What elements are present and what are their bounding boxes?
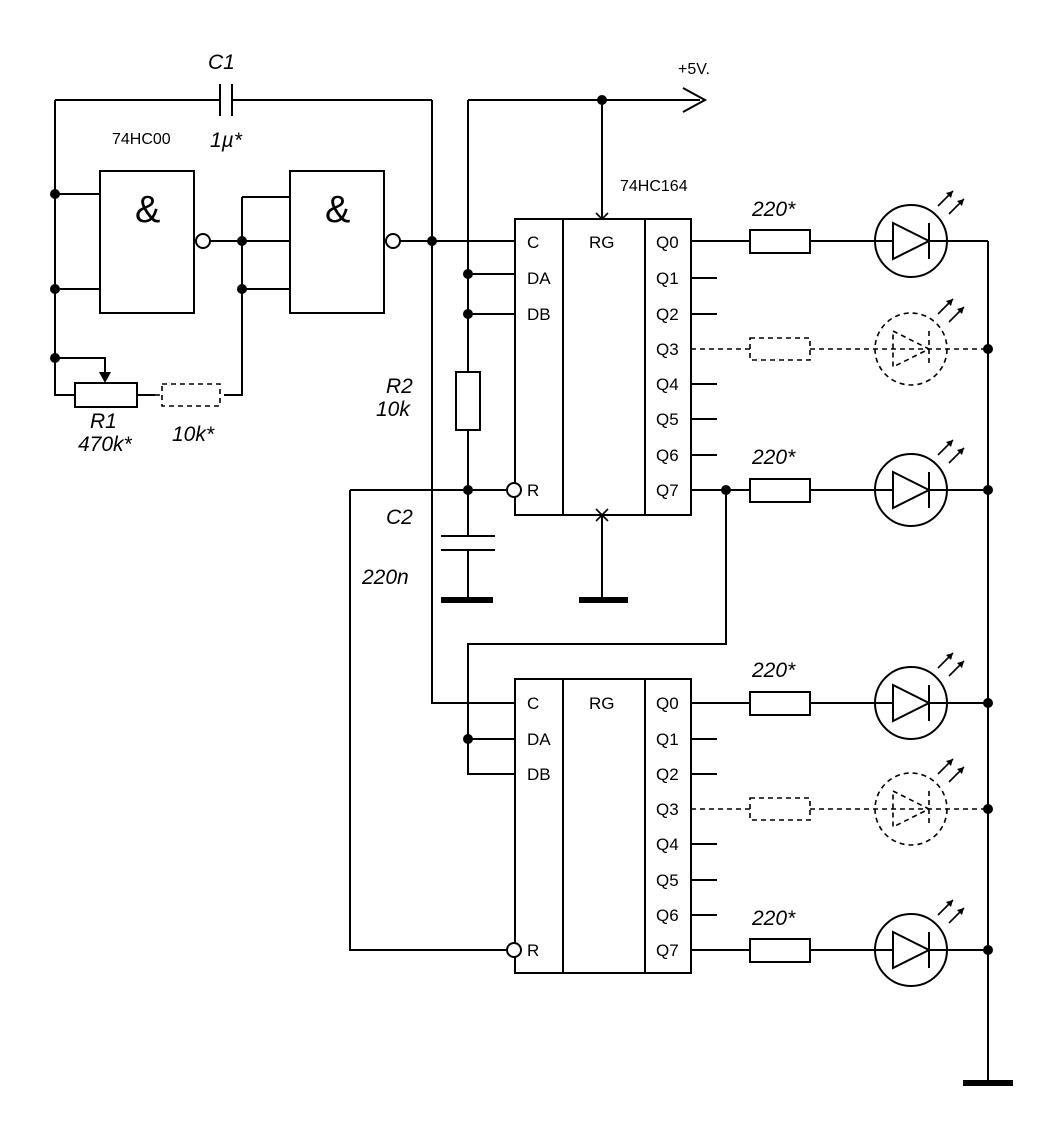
pin-c: C — [527, 233, 539, 252]
c1-value: 1µ* — [210, 129, 243, 152]
potentiometer-r1 — [74, 382, 138, 408]
register-2-title: RG — [589, 694, 615, 713]
nand-gate-1 — [99, 170, 195, 314]
capacitor-c2 — [441, 535, 495, 551]
led-resistor-value: 220* — [751, 198, 796, 221]
pin-q1: Q1 — [656, 730, 679, 749]
pin-q3: Q3 — [656, 800, 679, 819]
capacitor-c1 — [219, 84, 233, 116]
pin-q2: Q2 — [656, 765, 679, 784]
led-row-optional-1 — [749, 298, 988, 386]
c2-name: C2 — [386, 506, 413, 529]
pin-db: DB — [527, 765, 551, 784]
c1-name: C1 — [208, 51, 235, 74]
pin-q2: Q2 — [656, 305, 679, 324]
r1-value: 470k* — [78, 433, 133, 456]
led-resistor-value: 220* — [751, 907, 796, 930]
pin-q3: Q3 — [656, 340, 679, 359]
led-row-3: 220* — [749, 652, 988, 740]
reset-network: R2 10k C2 220n — [349, 371, 506, 951]
nand-gate-2-bubble — [385, 233, 401, 249]
resistor-220 — [749, 229, 811, 254]
pin-q5: Q5 — [656, 871, 679, 890]
pin-da: DA — [527, 730, 551, 749]
pin-q0: Q0 — [656, 233, 679, 252]
led-row-2: 220* — [749, 439, 988, 527]
pin-q4: Q4 — [656, 375, 679, 394]
nand-gate-2-symbol: & — [325, 189, 350, 231]
pin-q5: Q5 — [656, 410, 679, 429]
led-resistor-value: 220* — [751, 659, 796, 682]
nand-gate-1-bubble — [195, 233, 211, 249]
pin-q7: Q7 — [656, 941, 679, 960]
pin-q1: Q1 — [656, 269, 679, 288]
r1-name: R1 — [90, 410, 117, 433]
led-resistor-value: 220* — [751, 446, 796, 469]
pin-r: R — [527, 481, 539, 500]
r2-name: R2 — [386, 375, 413, 398]
led-row-optional-2 — [749, 758, 988, 846]
pin-q0: Q0 — [656, 694, 679, 713]
pin-da: DA — [527, 269, 551, 288]
pin-q6: Q6 — [656, 906, 679, 925]
nand-part-label: 74HC00 — [112, 131, 171, 148]
optional-resistor — [161, 383, 221, 407]
nand-gate-2 — [289, 170, 385, 314]
shift-register-2: RG C DA DB R Q0 Q1 Q2 Q3 Q4 Q5 Q6 Q7 — [506, 678, 750, 974]
pin-db: DB — [527, 305, 551, 324]
oscillator: C1 1µ* 74HC00 & & R1 470k* 1 — [50, 51, 515, 456]
nand-gate-1-symbol: & — [135, 189, 160, 231]
r2-value: 10k — [376, 398, 411, 421]
register-1-title: RG — [589, 233, 615, 252]
led-outputs: 220* 220* — [749, 190, 1013, 1086]
supply-rail: +5V. — [463, 61, 710, 490]
pin-q7: Q7 — [656, 481, 679, 500]
pin-q6: Q6 — [656, 446, 679, 465]
led-row-1: 220* — [749, 190, 988, 278]
pin-q4: Q4 — [656, 835, 679, 854]
shift-register-1: 74HC164 RG C DA DB R Q0 Q1 Q2 Q3 Q4 Q5 Q… — [431, 100, 750, 775]
register-part-label: 74HC164 — [620, 178, 688, 195]
resistor-r2 — [455, 371, 481, 431]
optional-resistor-value: 10k* — [172, 423, 215, 446]
pin-c: C — [527, 694, 539, 713]
led-row-4: 220* — [749, 899, 988, 987]
led — [874, 204, 948, 278]
pin-r: R — [527, 941, 539, 960]
c2-value: 220n — [361, 566, 409, 589]
supply-label: +5V. — [678, 61, 710, 78]
